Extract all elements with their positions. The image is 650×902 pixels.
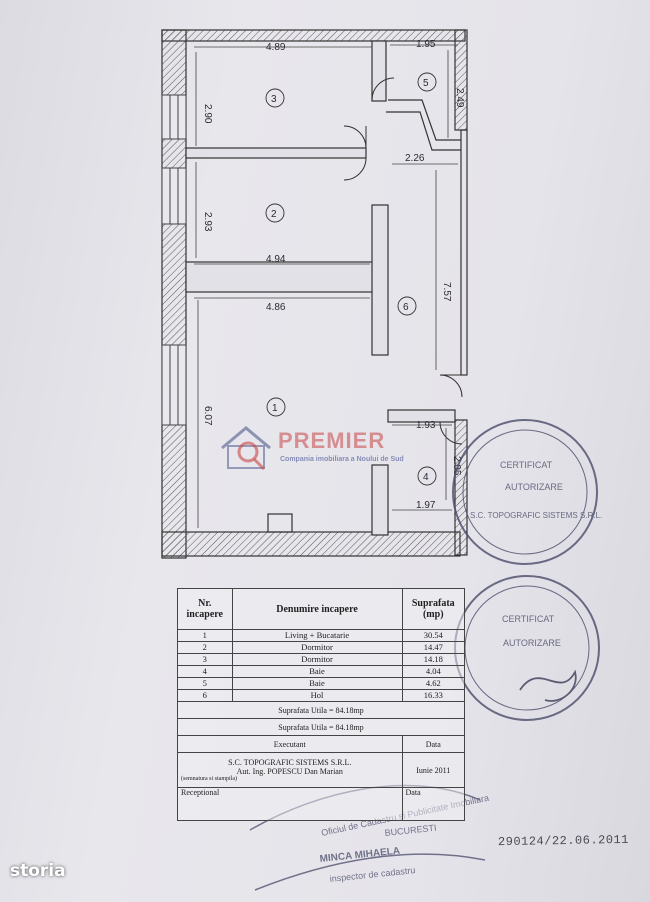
header-name: Denumire incapere xyxy=(231,588,403,630)
table-header-row: Nr. incapere Denumire incapere Suprafata… xyxy=(177,588,466,630)
cell-area: 14.47 xyxy=(401,641,466,654)
cell-nr: 2 xyxy=(177,641,233,654)
certification-stamp-bottom: CERTIFICAT AUTORIZARE xyxy=(454,575,600,721)
stamp-top-autorizare: AUTORIZARE xyxy=(505,482,563,492)
room-1-marker xyxy=(266,397,286,417)
cell-name: Baie xyxy=(231,677,403,690)
room-2-label: 2 xyxy=(271,209,277,220)
table-row: 5 Baie 4.62 xyxy=(177,677,466,690)
watermark-tagline: Compania imobiliara a Noului de Sud xyxy=(280,456,404,463)
executant-row: S.C. TOPOGRAFIC SISTEMS S.R.L. Aut. Ing.… xyxy=(177,752,466,788)
stamp-inspector-title: inspector de cadastru xyxy=(329,865,416,884)
table-row: 1 Living + Bucatarie 30.54 xyxy=(177,629,466,642)
table-row: 6 Hol 16.33 xyxy=(177,689,466,702)
cell-area: 4.04 xyxy=(401,665,466,678)
executant-sign-note: (semnatura si stampila) xyxy=(181,776,237,782)
stamp-top-certificat: CERTIFICAT xyxy=(500,460,553,470)
receptional-label: Receptional xyxy=(177,787,403,821)
dimension-lines xyxy=(194,44,458,528)
room-4-label: 4 xyxy=(423,472,429,483)
dim-room5-height: 2.49 xyxy=(454,88,465,108)
executant-author: Aut. Ing. POPESCU Dan Marian xyxy=(236,767,343,776)
summary-row: Suprafata Utila = 84.18mp xyxy=(177,718,465,736)
room-6-label: 6 xyxy=(403,302,409,313)
cell-area: 4.62 xyxy=(401,677,466,690)
cell-nr: 6 xyxy=(177,689,233,702)
stamp-bottom-autorizare: AUTORIZARE xyxy=(503,638,561,648)
cell-nr: 1 xyxy=(177,629,233,642)
stamp-city-text: BUCURESTI xyxy=(384,823,437,838)
header-nr: Nr. incapere xyxy=(177,588,233,630)
stamp-inspector-name: MINCA MIHAELA xyxy=(319,846,400,865)
cell-area: 14.18 xyxy=(401,653,466,666)
outer-walls xyxy=(161,29,468,559)
cell-area: 30.54 xyxy=(401,629,466,642)
dim-room4-top-width: 1.93 xyxy=(416,420,436,431)
room-numbers xyxy=(265,72,437,486)
cell-name: Living + Bucatarie xyxy=(231,629,403,642)
executant-header-row: Executant Data xyxy=(177,735,466,753)
room-1-label: 1 xyxy=(272,403,278,414)
room-2-marker xyxy=(265,203,285,223)
room-3-label: 3 xyxy=(271,94,277,105)
dim-room3-width: 4.89 xyxy=(266,42,286,53)
dim-room4-bottom-width: 1.97 xyxy=(416,500,436,511)
table-row: 3 Dormitor 14.18 xyxy=(177,653,466,666)
cell-name: Hol xyxy=(231,689,403,702)
windows xyxy=(161,94,187,426)
executant-date: Iunie 2011 xyxy=(401,752,466,788)
dim-room2-height: 2.93 xyxy=(202,212,213,232)
dim-room3-height: 2.90 xyxy=(202,104,213,124)
summary-useful-area-2: Suprafata Utila = 84.18mp xyxy=(177,718,465,736)
table-row: 2 Dormitor 14.47 xyxy=(177,641,466,654)
cell-name: Dormitor xyxy=(231,653,403,666)
dim-hall-top-width: 2.26 xyxy=(405,153,425,164)
house-magnifier-icon xyxy=(221,426,271,471)
header-area: Suprafata (mp) xyxy=(401,588,466,630)
storia-logo: storia xyxy=(10,861,66,881)
table-row: 4 Baie 4.04 xyxy=(177,665,466,678)
signature-scribble xyxy=(519,669,577,702)
cell-nr: 3 xyxy=(177,653,233,666)
executant-label: Executant xyxy=(177,735,403,753)
executant-company: S.C. TOPOGRAFIC SISTEMS S.R.L. xyxy=(228,758,352,767)
dim-room5-width: 1.95 xyxy=(416,39,436,50)
dim-hall-length: 7.57 xyxy=(441,282,452,302)
receptional-data-label: Data xyxy=(401,787,466,821)
executant-data-label: Data xyxy=(401,735,466,753)
summary-useful-area-1: Suprafata Utila = 84.18mp xyxy=(177,701,465,719)
room-6-marker xyxy=(397,296,417,316)
watermark-brand: PREMIER xyxy=(278,428,386,453)
premier-watermark: PREMIER Compania imobiliara a Noului de … xyxy=(218,424,448,474)
receptional-row: Receptional Data xyxy=(177,787,466,821)
rooms-table: Nr. incapere Denumire incapere Suprafata… xyxy=(177,588,466,821)
room-3-marker xyxy=(265,88,285,108)
stamp-bottom-certificat: CERTIFICAT xyxy=(502,614,555,624)
dim-room1-width: 4.86 xyxy=(266,302,286,313)
executant-cell: S.C. TOPOGRAFIC SISTEMS S.R.L. Aut. Ing.… xyxy=(177,752,403,788)
summary-row: Suprafata Utila = 84.18mp xyxy=(177,701,465,719)
dim-room4-height: 2.05 xyxy=(451,456,462,476)
cell-nr: 5 xyxy=(177,677,233,690)
cell-name: Baie xyxy=(231,665,403,678)
handwritten-registration: 290124/22.06.2011 xyxy=(497,832,630,850)
stamp-top-company: S.C. TOPOGRAFIC SISTEMS S.R.L. xyxy=(470,511,602,520)
dim-room1-height: 6.07 xyxy=(202,406,213,426)
cell-name: Dormitor xyxy=(231,641,403,654)
interior-walls xyxy=(185,40,461,536)
certification-stamp-top: CERTIFICAT AUTORIZARE S.C. TOPOGRAFIC SI… xyxy=(452,419,602,565)
room-5-label: 5 xyxy=(423,78,429,89)
room-4-marker xyxy=(417,466,437,486)
doors xyxy=(343,77,463,445)
room-5-marker xyxy=(417,72,437,92)
cell-area: 16.33 xyxy=(401,689,466,702)
dim-room2-width: 4.94 xyxy=(266,254,286,265)
cell-nr: 4 xyxy=(177,665,233,678)
